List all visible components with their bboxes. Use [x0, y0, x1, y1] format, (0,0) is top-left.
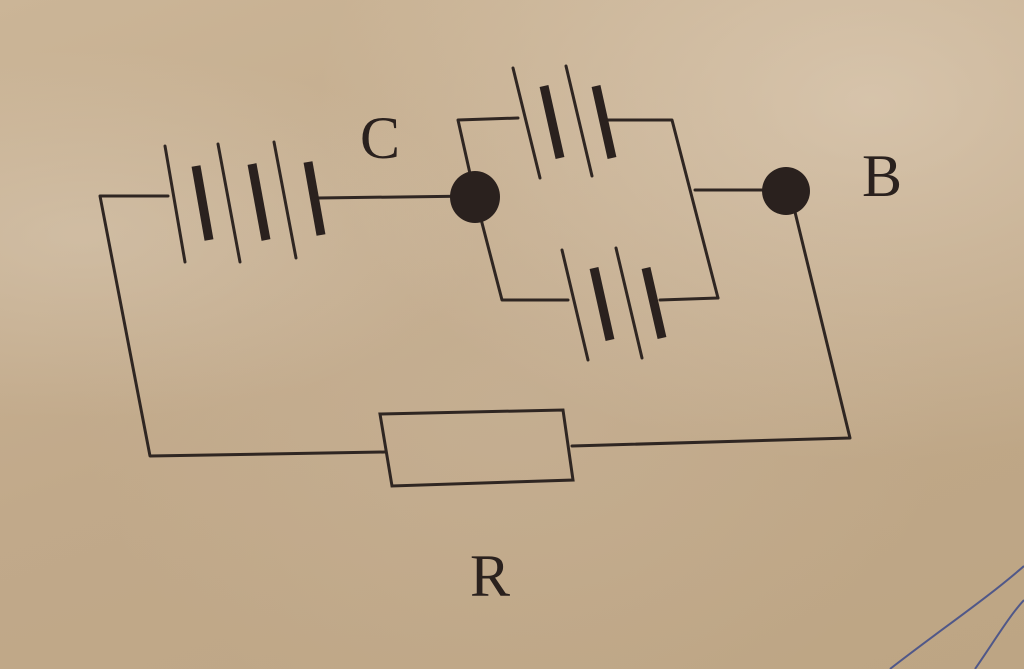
pen-mark: [889, 565, 1024, 669]
node-c-label: C: [360, 105, 401, 171]
wire-upper-branch-right: [606, 118, 720, 300]
wire-top-left: [98, 194, 387, 458]
battery-bank-upper: [511, 64, 617, 180]
wire-lower-branch-left: [473, 194, 570, 302]
battery-left-plate-4: [247, 163, 271, 241]
battery-left-plate-6: [303, 161, 326, 236]
battery-lower-plate-3: [614, 246, 644, 360]
battery-lower-plate-2: [589, 267, 615, 341]
resistor-label: R: [470, 543, 511, 609]
pen-mark-2: [974, 599, 1024, 669]
battery-lower-plate-1: [560, 248, 590, 362]
wire-left-battery-to-node-c: [316, 194, 477, 200]
wire-upper-branch-left: [456, 116, 520, 198]
battery-left-plate-1: [163, 144, 187, 264]
resistor: [378, 408, 575, 488]
node-c-dot: [450, 171, 500, 223]
battery-upper-plate-2: [539, 85, 565, 159]
battery-left-plate-3: [216, 142, 242, 264]
battery-upper-plate-3: [564, 64, 594, 178]
wire-bottom-right: [570, 210, 852, 448]
battery-upper-plate-1: [511, 66, 542, 180]
battery-bank-left: [163, 140, 326, 264]
wire-lower-branch-right: [658, 296, 720, 302]
battery-left-plate-5: [272, 140, 298, 260]
battery-lower-plate-4: [641, 266, 667, 340]
battery-upper-plate-4: [591, 85, 617, 159]
battery-left-plate-2: [191, 165, 214, 241]
battery-bank-lower: [560, 246, 667, 362]
node-b-label: B: [862, 143, 903, 209]
node-b-dot: [762, 167, 810, 215]
